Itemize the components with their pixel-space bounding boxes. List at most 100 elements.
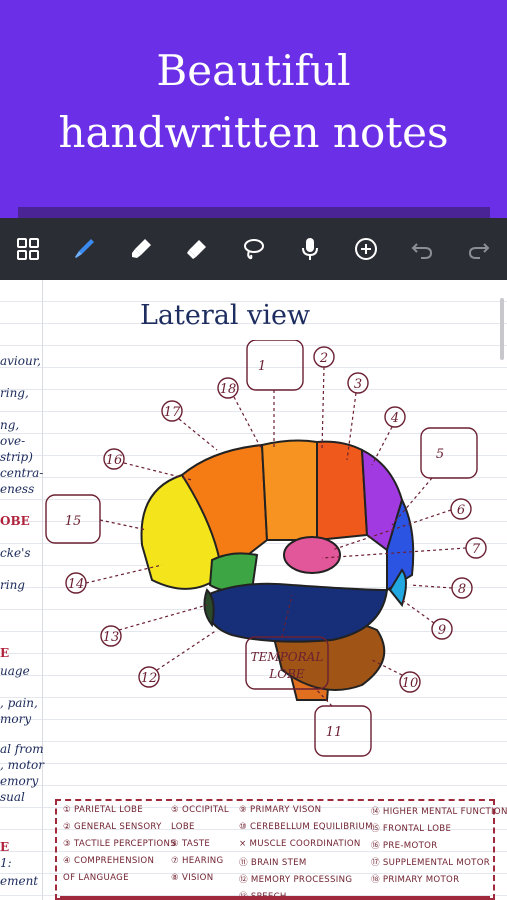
note-heading: OBE — [0, 514, 30, 528]
pen-icon — [75, 239, 95, 258]
legend-item: × MUSCLE COORDINATION — [239, 839, 361, 849]
label-circle-17 — [161, 400, 183, 422]
legend-item: ⑯ PRE-MOTOR — [371, 841, 438, 851]
label-circle-12 — [138, 666, 160, 688]
label-circle-16 — [103, 448, 125, 470]
note-text: mory — [0, 712, 32, 726]
scrollbar[interactable] — [500, 298, 504, 360]
eraser-button[interactable] — [169, 218, 225, 280]
undo-button[interactable] — [394, 218, 450, 280]
note-text: cke's — [0, 546, 31, 560]
leader-lines — [85, 366, 467, 707]
note-text: ove- — [0, 434, 26, 448]
label-6: 6 — [457, 503, 465, 518]
legend-item: ⑮ FRONTAL LOBE — [371, 824, 452, 834]
label-11: 11 — [326, 725, 343, 740]
highlighter-button[interactable] — [113, 218, 169, 280]
notebook-page[interactable]: aviour, ring, ng, ove- strip) centra- en… — [0, 280, 507, 900]
legend-column-4: ⑭ HIGHER MENTAL FUNCTIONS ⑮ FRONTAL LOBE… — [371, 805, 507, 890]
undo-icon — [411, 243, 433, 259]
add-icon — [354, 238, 377, 260]
label-box-15 — [45, 494, 101, 544]
label-9: 9 — [438, 623, 446, 638]
note-text: , pain, — [0, 696, 38, 710]
label-15: 15 — [65, 514, 82, 529]
legend-item: ⑭ HIGHER MENTAL FUNCTIONS — [371, 807, 507, 817]
legend-item: OF LANGUAGE — [63, 873, 129, 883]
label-13: 13 — [103, 630, 120, 645]
legend-item: ⑰ SUPPLEMENTAL MOTOR — [371, 858, 491, 868]
label-8: 8 — [458, 582, 466, 597]
grid-button[interactable] — [0, 218, 56, 280]
legend-item: ② GENERAL SENSORY — [63, 822, 162, 832]
label-17: 17 — [164, 405, 181, 420]
label-numbers: 1 2 3 4 5 6 7 8 9 10 11 12 13 14 15 16 1… — [65, 351, 481, 740]
note-text: centra- — [0, 466, 44, 480]
temporal-lobe-label-2: LOBE — [268, 667, 305, 681]
label-circle-10 — [399, 671, 421, 693]
label-18: 18 — [220, 382, 237, 397]
legend-item: ⑥ TASTE — [171, 839, 211, 849]
label-12: 12 — [141, 671, 158, 686]
microphone-icon — [301, 238, 318, 260]
pen-button[interactable] — [56, 218, 112, 280]
brain-diagram: 1 2 3 4 5 6 7 8 9 10 11 12 13 14 15 16 1… — [45, 340, 487, 757]
brain-illustration — [140, 439, 415, 701]
note-text: aviour, — [0, 354, 41, 368]
legend-item: ⑫ MEMORY PROCESSING — [239, 875, 353, 885]
legend-column-3: ⑨ PRIMARY VISON ⑩ CEREBELLUM EQUILIBRIUM… — [239, 805, 373, 900]
hero-banner: Beautiful handwritten notes — [0, 0, 507, 221]
legend-box: ① PARIETAL LOBE ② GENERAL SENSORY ③ TACT… — [55, 799, 507, 900]
label-circle-13 — [100, 625, 122, 647]
add-button[interactable] — [338, 218, 394, 280]
note-text: al from — [0, 742, 44, 756]
label-14: 14 — [68, 577, 85, 592]
legend-item: ① PARIETAL LOBE — [63, 805, 143, 815]
hero-title: Beautiful handwritten notes — [0, 40, 507, 164]
label-3: 3 — [354, 377, 362, 392]
label-4: 4 — [390, 411, 399, 426]
legend-item: ⑦ HEARING — [171, 856, 224, 866]
note-text: ng, — [0, 418, 20, 432]
grid-icon — [17, 238, 40, 260]
label-markers — [45, 340, 487, 757]
label-circle-6 — [450, 498, 472, 520]
legend-item: ③ TACTILE PERCEPTIONS — [63, 839, 176, 849]
legend-item: LOBE — [171, 822, 195, 832]
label-circle-9 — [431, 618, 453, 640]
temporal-lobe-box — [245, 636, 329, 690]
label-box-1 — [246, 340, 304, 391]
drawing-toolbar — [0, 218, 507, 280]
device-frame-edge — [18, 207, 490, 221]
note-heading: E — [0, 840, 10, 854]
note-text: , motor — [0, 758, 45, 772]
highlighter-icon — [131, 239, 151, 258]
note-text: 1: — [0, 856, 12, 870]
redo-button[interactable] — [450, 218, 506, 280]
note-text: eness — [0, 482, 35, 496]
label-circle-4 — [384, 406, 406, 428]
note-text: ement — [0, 874, 39, 888]
legend-item: ⑱ PRIMARY MOTOR — [371, 875, 460, 885]
lasso-button[interactable] — [225, 218, 281, 280]
legend-item: ⑩ CEREBELLUM EQUILIBRIUM — [239, 822, 373, 832]
label-2: 2 — [319, 351, 328, 366]
microphone-button[interactable] — [281, 218, 337, 280]
legend-item: ⑤ OCCIPITAL — [171, 805, 230, 815]
note-text: uage — [0, 664, 30, 678]
note-text: ring — [0, 578, 25, 592]
legend-column-1: ① PARIETAL LOBE ② GENERAL SENSORY ③ TACT… — [63, 805, 176, 890]
page-margin-line — [42, 280, 43, 900]
label-box-5 — [420, 427, 478, 479]
lasso-icon — [244, 239, 265, 260]
legend-item: ⑪ BRAIN STEM — [239, 858, 307, 868]
hero-title-line-2: handwritten notes — [58, 108, 449, 157]
label-box-11 — [314, 705, 372, 757]
note-text: ring, — [0, 386, 29, 400]
left-column-notes: aviour, ring, ng, ove- strip) centra- en… — [0, 350, 45, 900]
label-7: 7 — [472, 542, 481, 557]
label-5: 5 — [436, 447, 444, 462]
label-10: 10 — [402, 676, 419, 691]
legend-column-2: ⑤ OCCIPITAL LOBE ⑥ TASTE ⑦ HEARING ⑧ VIS… — [171, 805, 229, 890]
note-text: emory — [0, 774, 39, 788]
